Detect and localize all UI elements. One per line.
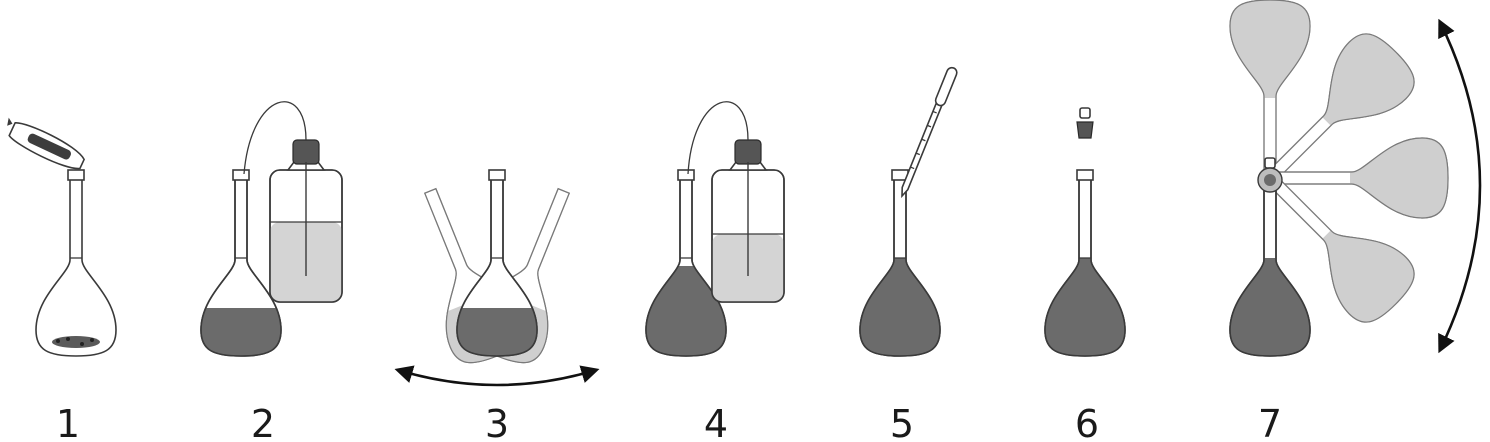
step-3-swirl-to-dissolve [392, 169, 602, 387]
step-label-7: 7 [1258, 402, 1282, 442]
step-6-stopper [1076, 107, 1094, 139]
step-7-invert-arrow [1438, 18, 1482, 354]
step-5-volumetric-flask [859, 169, 941, 357]
step-label-4: 4 [704, 402, 728, 442]
step-1-weighing-boat [7, 117, 86, 170]
step-3-swirl-arrow [394, 365, 600, 387]
step-label-2: 2 [251, 402, 275, 442]
step-2-fill-partially-with-solvent [200, 101, 343, 357]
step-7-invert-to-mix [1229, 0, 1482, 357]
step-1-solid-in-flask [52, 336, 100, 348]
step-6-stopper-flask [1044, 107, 1126, 357]
step-3-flask-center-position [456, 169, 538, 357]
step-2-volumetric-flask [200, 169, 282, 357]
step-7-flask-angled-down [1241, 149, 1425, 333]
step-7-flask-angled-up [1241, 23, 1425, 207]
step-4-fill-near-mark [645, 101, 785, 357]
step-5-dropwise-to-mark [859, 66, 958, 357]
step-6-volumetric-flask [1044, 169, 1126, 357]
step-4-wash-bottle [687, 101, 785, 303]
step-label-3: 3 [485, 402, 509, 442]
step-label-1: 1 [56, 402, 80, 442]
step-5-pipette [901, 66, 958, 199]
step-1-volumetric-flask [35, 169, 117, 357]
step-1-weighing-boat-transfer [7, 117, 117, 357]
step-label-5: 5 [890, 402, 914, 442]
step-2-wash-bottle [243, 101, 343, 303]
step-7-stopper-pivot [1257, 157, 1283, 193]
step-label-6: 6 [1075, 402, 1099, 442]
